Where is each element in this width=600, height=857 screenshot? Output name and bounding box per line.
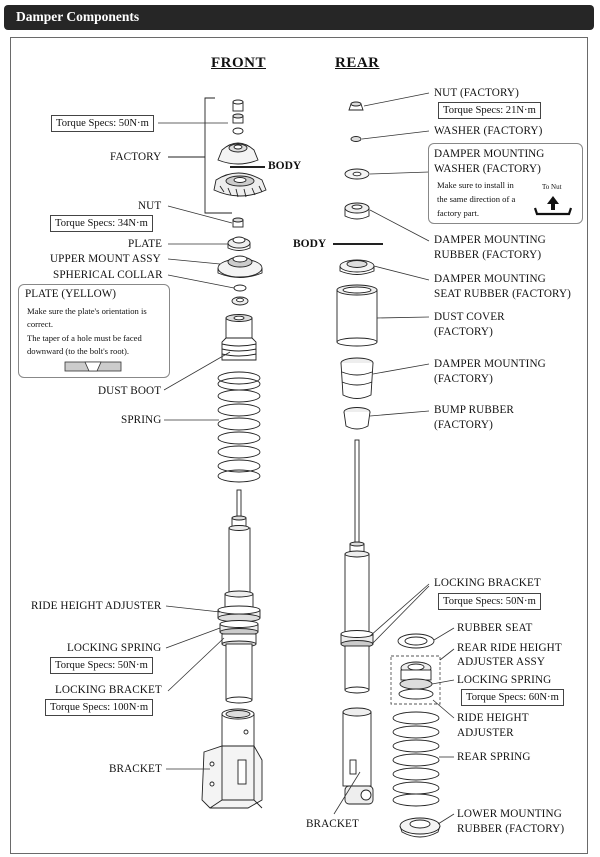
front-locking-spring-label: LOCKING SPRING	[67, 642, 162, 654]
front-top-washer	[232, 113, 244, 124]
rear-bump-rubber-label2: (FACTORY)	[434, 419, 493, 431]
factory-bracket-line	[204, 97, 232, 214]
washer-note-line1: Make sure to install in	[437, 180, 514, 190]
plate-yellow-note: PLATE (YELLOW) Make sure the plate's ori…	[18, 284, 170, 378]
rear-spring-part	[392, 711, 440, 807]
front-damper	[217, 489, 261, 704]
front-small-collar	[232, 127, 244, 135]
rear-adjuster-dashed-box	[390, 655, 441, 705]
front-top-nut	[232, 99, 244, 112]
front-nut-part	[232, 217, 244, 228]
damper-washer-note: DAMPER MOUNTING WASHER (FACTORY) Make su…	[428, 143, 583, 224]
rear-torque-locking-spring: Torque Specs: 60N·m	[461, 689, 564, 706]
rear-dust-cover-part	[336, 284, 378, 347]
front-upper-mount-part	[217, 255, 263, 278]
rear-damper-mount-part	[340, 357, 374, 399]
front-yellow-plate-part	[231, 296, 249, 306]
plate-orientation-icon	[64, 361, 122, 372]
front-collar-part	[233, 284, 247, 292]
front-locking-bracket-label: LOCKING BRACKET	[55, 684, 162, 696]
washer-note-line2: the same direction of a	[437, 194, 516, 204]
front-upper-mount-label: UPPER MOUNT ASSY	[50, 253, 161, 265]
rear-dust-cover-label2: (FACTORY)	[434, 326, 493, 338]
rear-damper-mount-label2: (FACTORY)	[434, 373, 493, 385]
rear-lower-mount-label2: RUBBER (FACTORY)	[457, 823, 565, 835]
rear-ride-adjuster-label2: ADJUSTER ASSY	[457, 656, 546, 668]
front-torque-nut: Torque Specs: 34N·m	[50, 215, 153, 232]
rear-torque-locking-bracket: Torque Specs: 50N·m	[438, 593, 541, 610]
rear-lower-rubber-part	[399, 817, 441, 838]
page-title: Damper Components	[16, 9, 140, 24]
front-plate-part	[227, 236, 251, 251]
front-body-label: BODY	[268, 160, 302, 172]
front-spherical-collar-label: SPHERICAL COLLAR	[53, 269, 163, 281]
rear-ride-adjuster-label1: REAR RIDE HEIGHT	[457, 642, 562, 654]
rear-nut-label: NUT (FACTORY)	[434, 87, 519, 99]
rear-spring-label: REAR SPRING	[457, 751, 531, 763]
rear-locking-spring-label: LOCKING SPRING	[457, 674, 552, 686]
diagram-frame	[10, 37, 588, 854]
plate-note-line1: Make sure the plate's orientation is	[27, 306, 147, 316]
rear-top-nut	[348, 101, 364, 111]
rear-damper-part	[340, 439, 374, 694]
front-spring	[217, 371, 261, 483]
rear-ride-height-label2: ADJUSTER	[457, 727, 514, 739]
front-bracket-label: BRACKET	[109, 763, 162, 775]
rear-dust-cover-label1: DUST COVER	[434, 311, 505, 323]
plate-note-line4: downward (to the bolt's root).	[27, 346, 130, 356]
rear-heading: REAR	[335, 55, 380, 71]
rear-bump-rubber-label1: BUMP RUBBER	[434, 404, 514, 416]
rear-damper-mount-label1: DAMPER MOUNTING	[434, 358, 546, 370]
header-bar: Damper Components	[4, 5, 594, 30]
washer-note-line3: factory part.	[437, 208, 479, 218]
front-factory-label: FACTORY	[110, 151, 162, 163]
rear-mount-rubber-label1: DAMPER MOUNTING	[434, 234, 546, 246]
rear-seat-rubber-label2: SEAT RUBBER (FACTORY)	[434, 288, 571, 300]
rear-rubber-seat-label: RUBBER SEAT	[457, 622, 533, 634]
washer-direction-icon	[533, 196, 573, 216]
front-spring-label: SPRING	[121, 414, 162, 426]
rear-ride-height-label1: RIDE HEIGHT	[457, 712, 529, 724]
rear-mount-rubber-part	[344, 202, 370, 220]
rear-mount-washer-part	[344, 168, 370, 180]
rear-rubber-seat-part	[397, 633, 435, 649]
leader-lines	[158, 92, 455, 825]
rear-washer-part	[350, 136, 362, 142]
front-nut-label: NUT	[138, 200, 162, 212]
plate-note-title: PLATE (YELLOW)	[25, 288, 117, 300]
plate-note-line2: correct.	[27, 319, 53, 329]
washer-note-to-nut: To Nut	[542, 183, 562, 191]
rear-mount-rubber-label2: RUBBER (FACTORY)	[434, 249, 542, 261]
front-torque-top: Torque Specs: 50N·m	[51, 115, 154, 132]
front-torque-locking-spring: Torque Specs: 50N·m	[50, 657, 153, 674]
front-dust-boot	[221, 314, 257, 361]
front-factory-bearing	[213, 172, 267, 198]
front-torque-locking-bracket: Torque Specs: 100N·m	[45, 699, 154, 716]
washer-note-title2: WASHER (FACTORY)	[434, 163, 541, 175]
rear-locking-bracket-label: LOCKING BRACKET	[434, 577, 541, 589]
rear-bracket-label: BRACKET	[306, 818, 359, 830]
rear-seat-rubber-label1: DAMPER MOUNTING	[434, 273, 546, 285]
plate-note-line3: The taper of a hole must be faced	[27, 333, 142, 343]
rear-adjuster-part	[398, 661, 434, 700]
front-heading: FRONT	[211, 55, 266, 71]
rear-bump-rubber-part	[343, 407, 371, 430]
front-bracket-part	[201, 708, 263, 809]
rear-washer-label: WASHER (FACTORY)	[434, 125, 543, 137]
front-dust-boot-label: DUST BOOT	[98, 385, 162, 397]
rear-lower-mount-label1: LOWER MOUNTING	[457, 808, 562, 820]
rear-torque-nut: Torque Specs: 21N·m	[438, 102, 541, 119]
rear-seat-rubber-part	[339, 259, 375, 275]
front-factory-mount	[217, 142, 259, 165]
front-plate-label: PLATE	[128, 238, 163, 250]
rear-bracket-part	[342, 707, 374, 805]
washer-note-title1: DAMPER MOUNTING	[434, 148, 545, 160]
rear-body-label: BODY	[293, 238, 327, 250]
front-ride-height-adjuster-label: RIDE HEIGHT ADJUSTER	[31, 600, 162, 612]
